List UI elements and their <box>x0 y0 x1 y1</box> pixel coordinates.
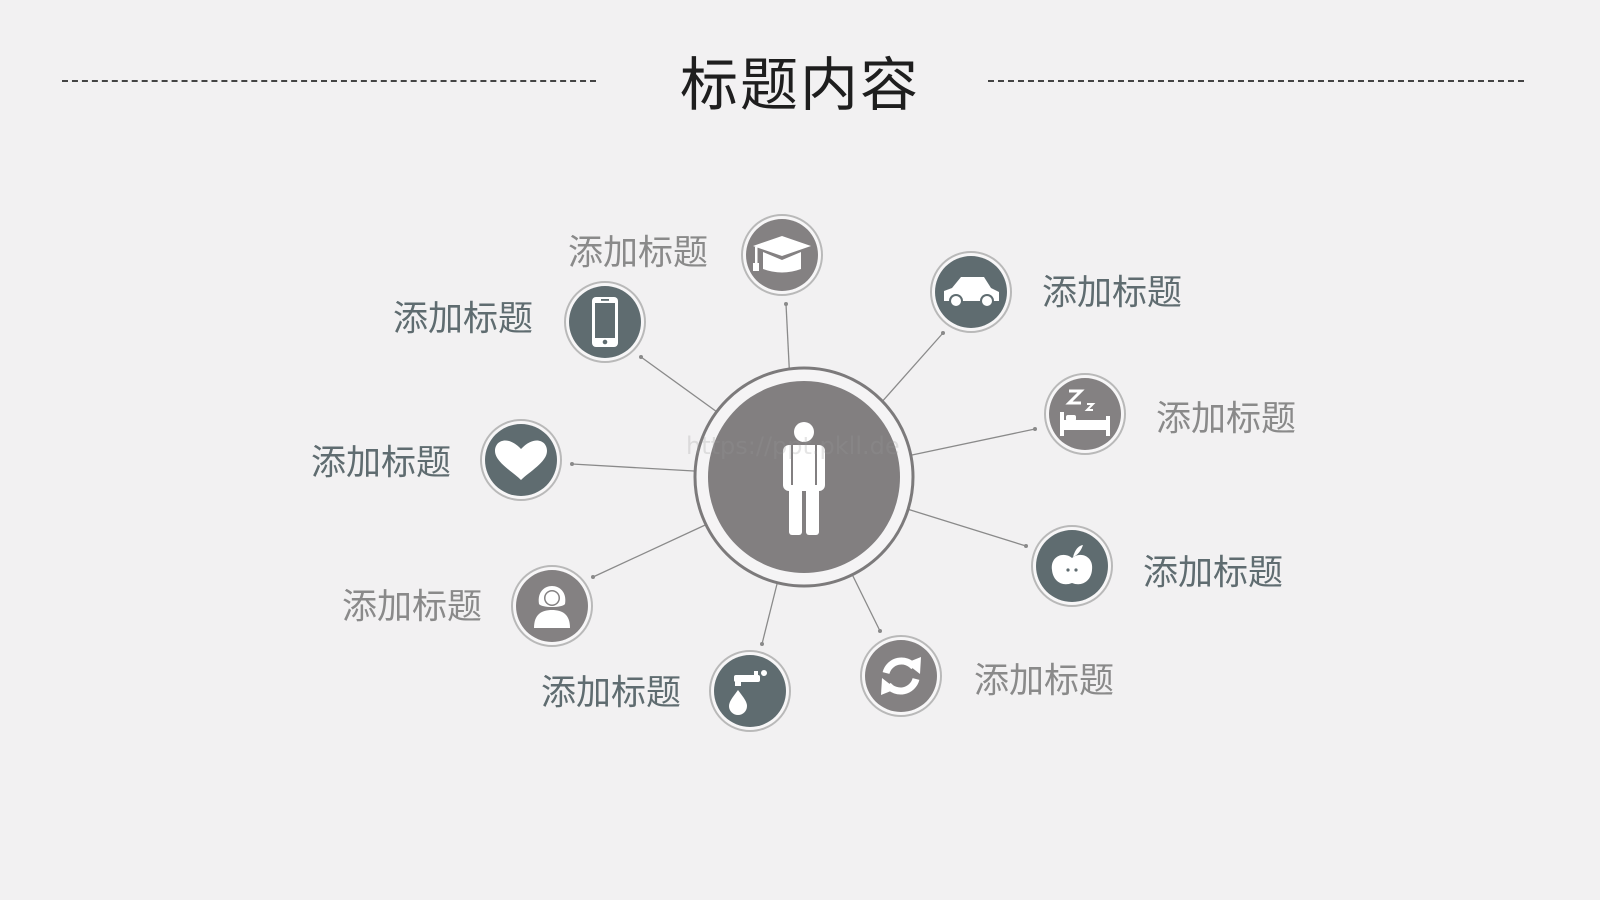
node-label-phone: 添加标题 <box>392 299 533 340</box>
node-graduation <box>741 214 823 296</box>
title-divider-right <box>988 80 1524 82</box>
car-connector-dot <box>941 331 945 335</box>
phone-icon <box>592 297 618 347</box>
person-icon <box>783 422 825 535</box>
apple-connector-dot <box>1024 544 1028 548</box>
sleep-connector <box>911 428 1036 456</box>
woman-icon <box>534 586 570 628</box>
node-label-heart: 添加标题 <box>310 443 451 484</box>
heart-connector <box>571 463 695 472</box>
center-hub <box>693 366 915 588</box>
node-car <box>930 251 1012 333</box>
node-label-water: 添加标题 <box>540 673 681 714</box>
water-connector-dot <box>760 642 764 646</box>
graduation-cap-icon <box>753 236 811 273</box>
woman-connector-dot <box>591 575 595 579</box>
refresh-icon <box>881 657 921 695</box>
node-apple <box>1031 525 1113 607</box>
node-label-graduation: 添加标题 <box>567 233 708 274</box>
node-woman <box>511 565 593 647</box>
refresh-connector-dot <box>878 629 882 633</box>
sleep-bed-icon <box>1060 389 1110 436</box>
heart-connector-dot <box>570 462 574 466</box>
node-heart <box>480 419 562 501</box>
node-label-woman: 添加标题 <box>341 587 482 628</box>
node-sleep <box>1044 373 1126 455</box>
node-label-apple: 添加标题 <box>1143 553 1284 594</box>
woman-connector <box>592 519 717 578</box>
page-title: 标题内容 <box>679 51 920 119</box>
apple-icon <box>1051 545 1093 585</box>
car-icon <box>944 277 999 308</box>
apple-connector <box>903 507 1027 547</box>
node-phone <box>564 281 646 363</box>
watermark: https://ppt.pkll.de <box>686 432 900 460</box>
node-label-car: 添加标题 <box>1042 273 1183 314</box>
phone-connector <box>640 356 725 418</box>
car-connector <box>879 332 944 405</box>
node-refresh <box>860 635 942 717</box>
phone-connector-dot <box>639 355 643 359</box>
graduation-connector-dot <box>784 302 788 306</box>
node-water <box>709 650 791 732</box>
water-tap-icon <box>729 670 767 715</box>
sleep-connector-dot <box>1033 427 1037 431</box>
node-label-refresh: 添加标题 <box>974 661 1115 702</box>
title-divider-left <box>62 80 596 82</box>
node-label-sleep: 添加标题 <box>1156 399 1297 440</box>
heart-icon <box>495 440 547 480</box>
